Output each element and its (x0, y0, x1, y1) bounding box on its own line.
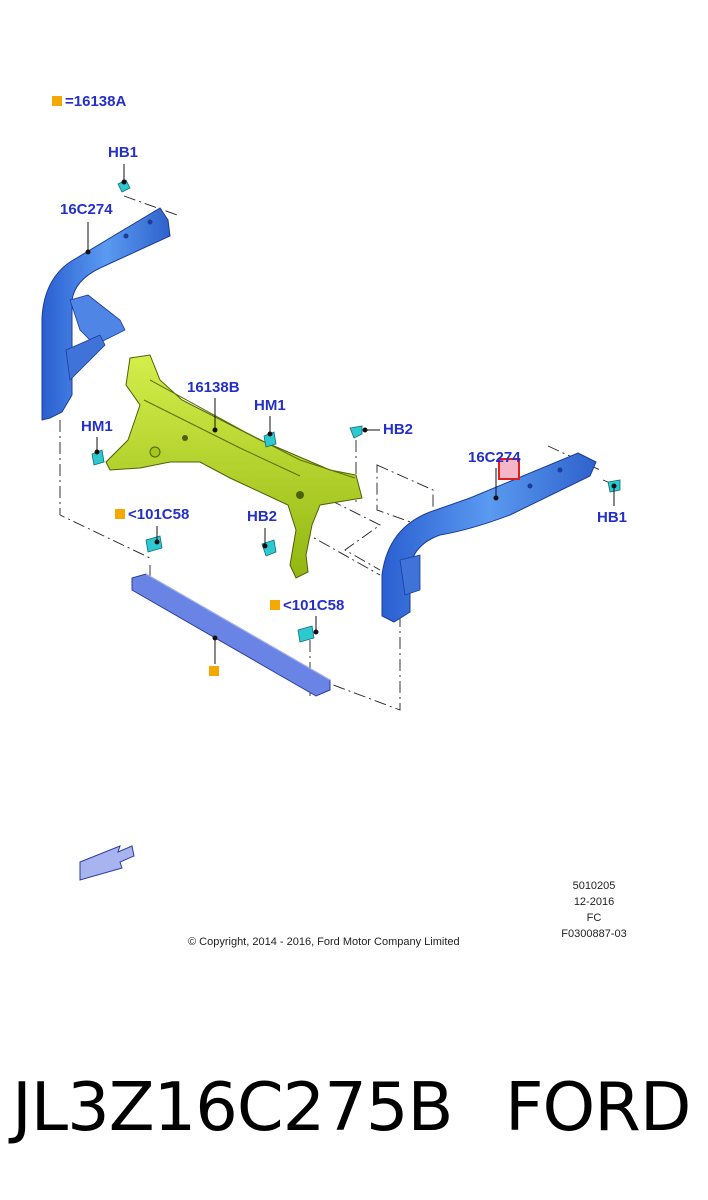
nut-101c58-left (145, 535, 163, 553)
brand-name: FORD (505, 1068, 691, 1146)
callout-nut-left: <101C58 (115, 506, 189, 523)
legend: =16138A (52, 93, 126, 110)
callout-hb2-low: HB2 (247, 508, 278, 525)
callout-hm1-left: HM1 (81, 418, 113, 435)
copyright-text: © Copyright, 2014 - 2016, Ford Motor Com… (188, 936, 460, 948)
callout-bracket-left: 16C274 (60, 201, 113, 218)
legend-equals: = (65, 93, 74, 110)
callout-nut-right-label: <101C58 (283, 597, 345, 614)
nut-left-square-icon (115, 509, 125, 520)
callout-hb2-right: HB2 (383, 421, 414, 438)
assembly-lines (59, 195, 616, 711)
lower-crossmember (131, 573, 331, 697)
part-number: JL3Z16C275B (12, 1068, 453, 1146)
callout-nut-right: <101C58 (270, 597, 344, 614)
callout-nut-left-label: <101C58 (128, 506, 190, 523)
callout-hm1-mid: HM1 (254, 397, 286, 414)
left-bracket-16c274 (41, 207, 171, 421)
legend-part: 16138A (73, 93, 127, 110)
callout-hb1-top: HB1 (108, 144, 139, 161)
nut-101c58-right (297, 625, 315, 643)
meta-line-3: FC (586, 912, 602, 924)
crossmember-marker (209, 666, 219, 676)
callout-bracket-right: 16C274 (468, 449, 521, 466)
legend-square-icon (52, 96, 62, 107)
callout-hb1-right: HB1 (597, 509, 628, 526)
radiator-support-16138b (105, 354, 363, 579)
meta-line-4: F0300887-03 (561, 928, 627, 940)
front-direction-arrow (79, 845, 135, 881)
right-bracket-16c274 (381, 452, 597, 623)
callout-support: 16138B (187, 379, 240, 396)
diagram-meta: 5010205 12-2016 FC F0300887-03 (552, 878, 636, 942)
bolt-hb2-right (349, 425, 363, 439)
meta-line-1: 5010205 (572, 880, 616, 892)
meta-line-2: 12-2016 (573, 896, 615, 908)
part-number-footer: JL3Z16C275B FORD (0, 1068, 708, 1148)
nut-right-square-icon (270, 600, 280, 611)
highlight-box (498, 458, 520, 480)
leader-lines (85, 164, 617, 664)
